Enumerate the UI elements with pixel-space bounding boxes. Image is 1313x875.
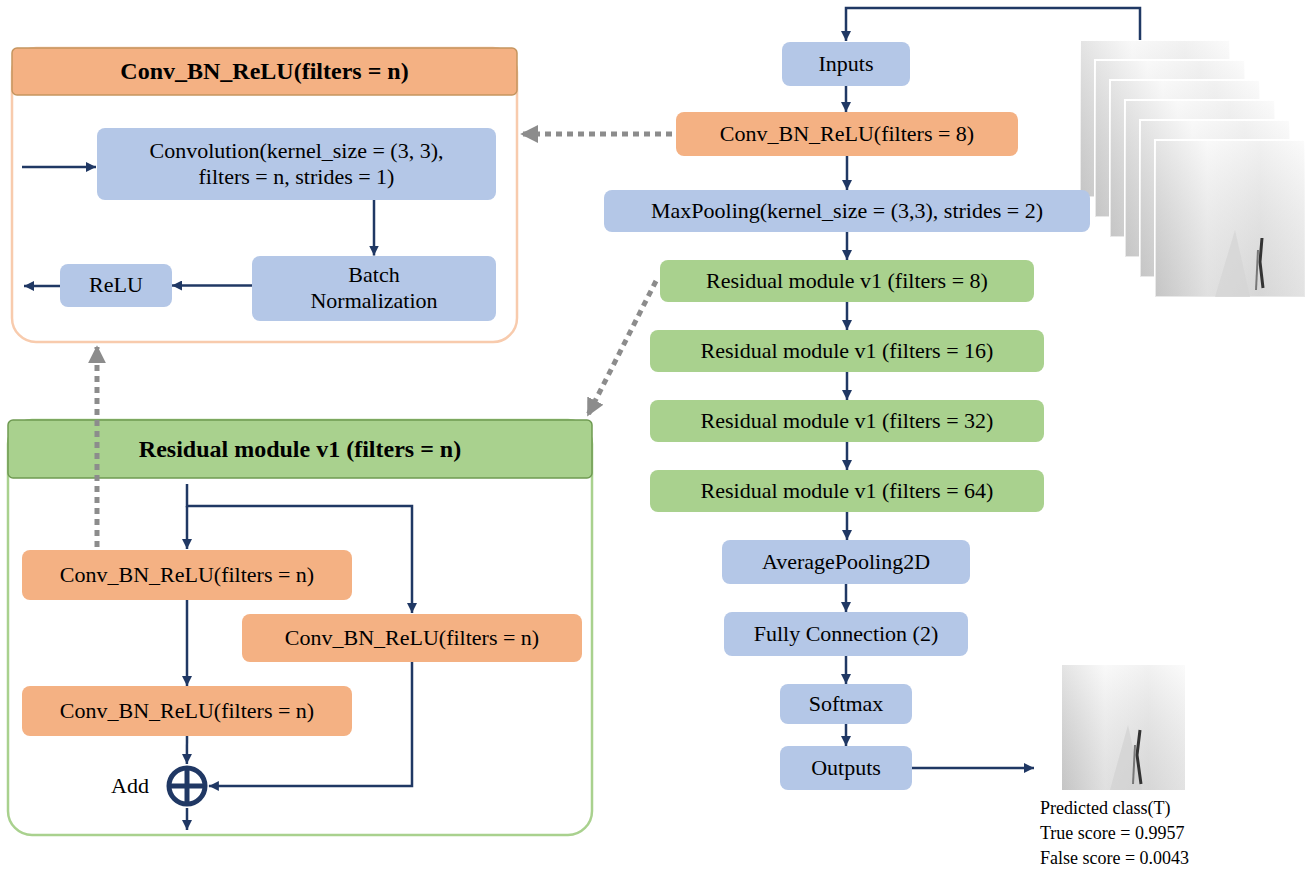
box-label: Outputs (811, 755, 881, 781)
flow-arrow (186, 736, 189, 764)
reference-arrow (95, 347, 100, 547)
flow-arrow (846, 232, 849, 260)
operator-label: Add (111, 773, 149, 799)
residual-box: Residual module v1 (filters = 8) (660, 260, 1034, 302)
layer-box: Conv_BN_ReLU(filters = 8) (676, 112, 1018, 156)
io-box: Inputs (782, 42, 910, 86)
flow-arrow (373, 200, 376, 256)
flow-arrow (846, 512, 849, 540)
panel-title: Residual module v1 (filters = n) (139, 435, 461, 464)
box-label: Conv_BN_ReLU(filters = 8) (720, 121, 974, 147)
process-box: ReLU (60, 264, 172, 307)
flow-arrow (846, 442, 849, 470)
prediction-text: True score = 0.9957 (1040, 821, 1189, 846)
process-box: Convolution(kernel_size = (3, 3), filter… (97, 128, 496, 200)
layer-box: Conv_BN_ReLU(filters = n) (22, 686, 352, 736)
layer-box: Fully Connection (2) (724, 612, 968, 656)
layer-box: AveragePooling2D (722, 540, 970, 584)
box-label: Residual module v1 (filters = 64) (701, 478, 994, 504)
input-image-stack (1080, 40, 1305, 297)
flow-arrow (845, 86, 848, 112)
prediction-text: Predicted class(T) (1040, 796, 1189, 821)
output-image (1062, 665, 1185, 790)
panel-frames (8, 48, 592, 835)
box-label: MaxPooling(kernel_size = (3,3), strides … (651, 198, 1043, 224)
residual-box: Residual module v1 (filters = 16) (650, 330, 1044, 372)
module-panel: Conv_BN_ReLU(filters = n) Convolution(ker… (12, 48, 517, 342)
residual-panel: Residual module v1 (filters = n) Conv_BN_… (8, 420, 592, 835)
box-label: Residual module v1 (filters = 8) (706, 268, 988, 294)
box-label: Residual module v1 (filters = 32) (701, 408, 994, 434)
residual-box: Residual module v1 (filters = 64) (650, 470, 1044, 512)
layer-box: Conv_BN_ReLU(filters = n) (242, 614, 582, 662)
panel-outline (8, 420, 592, 835)
box-label: Conv_BN_ReLU(filters = n) (60, 562, 314, 588)
flow-arrow (186, 600, 189, 686)
box-label: Residual module v1 (filters = 16) (701, 338, 994, 364)
flow-arrow (846, 302, 849, 330)
box-label: Fully Connection (2) (754, 621, 939, 647)
layer-box: MaxPooling(kernel_size = (3,3), strides … (604, 190, 1090, 232)
panel-header-fill (12, 48, 517, 95)
prediction-result: Predicted class(T)True score = 0.9957Fal… (1040, 796, 1189, 871)
box-label: Batch Normalization (299, 262, 449, 315)
flow-arrow (172, 284, 252, 287)
box-label: Softmax (809, 691, 884, 717)
flow-arrow (845, 724, 848, 746)
box-label: Convolution(kernel_size = (3, 3), filter… (124, 138, 469, 191)
reference-arrow (588, 281, 656, 415)
residual-box: Residual module v1 (filters = 32) (650, 400, 1044, 442)
add-symbol (165, 764, 209, 808)
layer-box: Softmax (780, 684, 912, 724)
layout-wires (22, 8, 1140, 830)
panel-header: Conv_BN_ReLU(filters = n) (12, 48, 517, 95)
panel-title: Conv_BN_ReLU(filters = n) (120, 57, 408, 86)
add-operator: Add (111, 762, 209, 810)
flow-arrow (846, 156, 849, 190)
layer-box: Conv_BN_ReLU(filters = n) (22, 550, 352, 600)
box-label: Conv_BN_ReLU(filters = n) (285, 625, 539, 651)
box-label: Conv_BN_ReLU(filters = n) (60, 698, 314, 724)
io-box: Outputs (780, 746, 912, 790)
box-label: AveragePooling2D (762, 549, 930, 575)
process-box: Batch Normalization (252, 256, 496, 321)
panel-header: Residual module v1 (filters = n) (8, 420, 592, 478)
reference-arrow (522, 132, 672, 137)
flow-arrow (845, 584, 848, 612)
flow-arrow (846, 372, 849, 400)
flow-arrow (845, 656, 848, 684)
panel-outline (12, 48, 517, 342)
prediction-text: False score = 0.0043 (1040, 846, 1189, 871)
box-label: Inputs (819, 51, 874, 77)
box-label: ReLU (89, 272, 143, 298)
